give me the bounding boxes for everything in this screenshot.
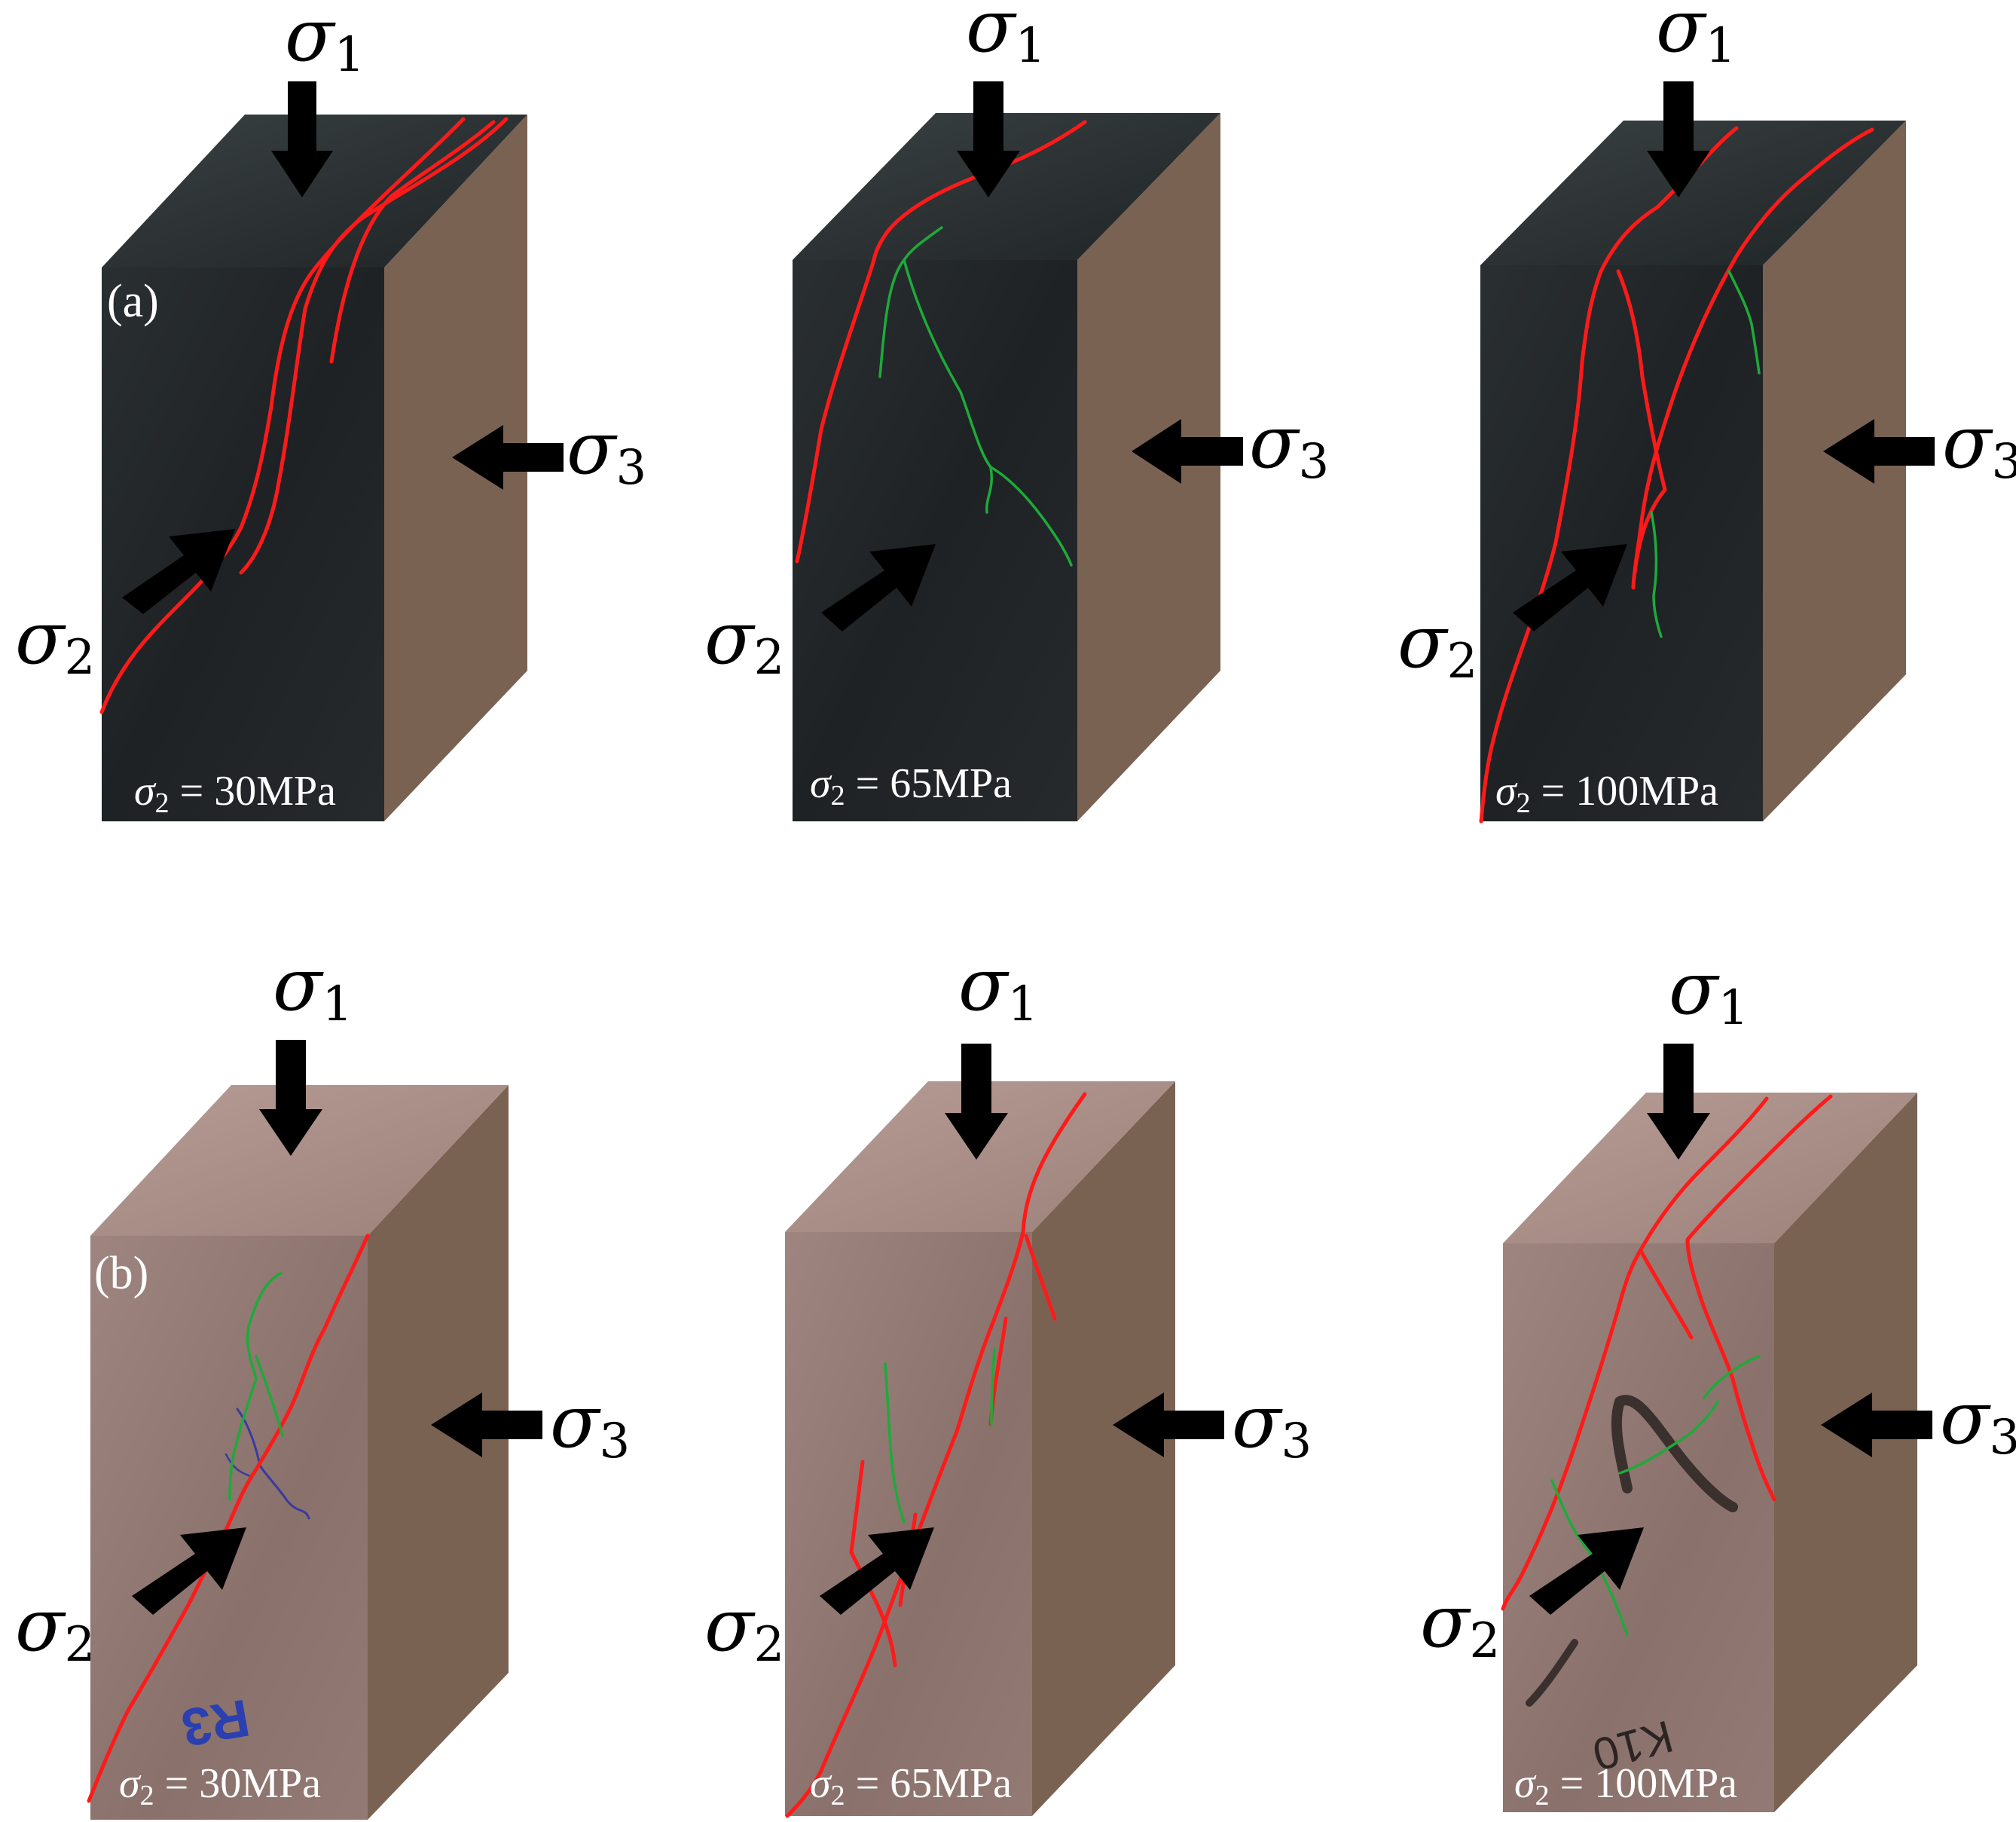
specimen-a3-top-face [1480,121,1906,265]
sigma2-label-a3: σ2 [1397,600,1477,689]
specimen-b1-marker [225,1408,310,1520]
specimen-b3-front-face [1503,1243,1774,1812]
arrow-a3-sigma2 [1513,544,1627,631]
arrow-b1-sigma3 [431,1392,542,1457]
specimen-b2-top-face [785,1081,1175,1232]
sigma2-label-a1: σ2 [15,596,95,686]
stress-symbols: σ1 σ1 σ1 σ3 σ3 σ3 σ2 σ2 σ2 σ1 σ1 σ1 σ3 σ… [15,0,2016,1673]
sigma2-label-b2: σ2 [704,1583,784,1673]
specimen-b1-sample-mark: R3 [177,1688,254,1757]
specimen-a2-side-face [1077,113,1220,821]
arrow-a1-sigma3 [452,425,564,490]
arrow-b3-sigma3 [1821,1392,1932,1457]
sigma1-label-a3: σ1 [1656,0,1736,74]
sigma3-label-b2: σ3 [1232,1380,1312,1469]
caption-a1: σ2 = 30MPa [134,768,336,819]
caption-b3: σ2 = 100MPa [1514,1760,1737,1811]
arrow-a3-sigma3 [1823,419,1935,484]
arrow-b3-sigma2 [1529,1527,1644,1615]
arrow-a2-sigma3 [1132,419,1243,484]
specimen-a2-top-face [793,113,1220,260]
arrow-b1-sigma2 [132,1527,246,1615]
sigma2-label-b3: σ2 [1420,1579,1500,1669]
arrow-b3-sigma1 [1647,1044,1710,1160]
sigma1-label-b3: σ1 [1669,946,1749,1036]
caption-b1: σ2 = 30MPa [119,1760,321,1811]
specimen-a3 [1479,121,1906,824]
sigma1-label-b2: σ1 [958,943,1038,1032]
sigma3-label-a3: σ3 [1942,400,2016,490]
arrow-a3-sigma1 [1647,81,1710,197]
arrow-a1-sigma2 [122,529,235,614]
specimen-a3-front-face [1480,265,1763,821]
panel-label-b: (b) [94,1248,148,1299]
sigma3-label-a1: σ3 [567,406,646,496]
sigma2-label-a2: σ2 [704,596,784,686]
specimen-a1-side-face [384,115,527,821]
sigma1-label-a1: σ1 [285,0,365,83]
arrow-b1-sigma1 [259,1040,322,1156]
specimen-b1-side-face [368,1085,509,1820]
specimen-a1-front-face [102,267,384,821]
specimen-a2-front-face [793,260,1077,821]
sigma1-label-a2: σ1 [966,0,1046,74]
sigma3-label-a2: σ3 [1249,400,1329,490]
arrow-a2-sigma2 [821,544,936,631]
sigma3-label-b1: σ3 [550,1380,630,1469]
specimen-b3-top-face [1503,1093,1917,1243]
specimen-b2-side-face [1032,1081,1175,1816]
specimen-a1-top-face [102,115,527,267]
specimen-b1-top-face [90,1085,509,1236]
arrow-b2-sigma2 [820,1527,934,1615]
sigma3-label-b3: σ3 [1940,1376,2016,1466]
arrow-a1-sigma1 [271,81,333,197]
caption-a2: σ2 = 65MPa [810,760,1012,812]
caption-a3: σ2 = 100MPa [1495,768,1718,819]
specimen-b3-side-face [1774,1093,1917,1812]
sigma2-label-b1: σ2 [15,1583,95,1673]
specimen-b3: K10 [1501,1093,1917,1812]
specimen-b3-cracks [1501,1094,1833,1637]
arrow-b2-sigma3 [1113,1392,1224,1457]
specimen-a1-cracks [99,117,509,714]
load-arrows [122,81,1935,1615]
specimen-b3-marker [1526,1395,1738,1707]
specimen-b1: R3 [87,1085,509,1820]
stress-captions: σ2 = 30MPa σ2 = 65MPa σ2 = 100MPa σ2 = 3… [119,760,1737,1811]
caption-b2: σ2 = 65MPa [810,1760,1012,1811]
specimen-a2 [793,113,1220,821]
specimen-b2 [785,1081,1175,1818]
arrow-b2-sigma1 [945,1044,1008,1160]
specimen-b1-cracks [87,1234,370,1803]
specimen-a3-side-face [1763,121,1906,821]
arrow-a2-sigma1 [957,81,1020,197]
panel-label-a: (a) [107,276,159,327]
sigma1-label-b1: σ1 [273,943,353,1032]
specimen-a1 [99,115,527,821]
